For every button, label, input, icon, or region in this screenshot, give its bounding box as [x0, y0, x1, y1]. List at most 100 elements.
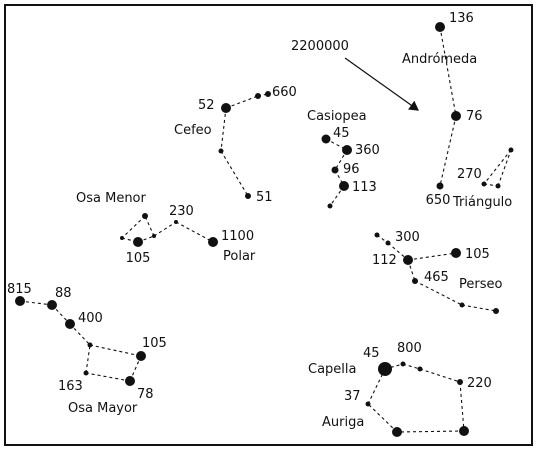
- star-perseo: [459, 302, 465, 308]
- star-andromeda: [451, 111, 461, 121]
- star-perseo: [374, 232, 380, 238]
- constellation-line-osa-mayor: [85, 372, 131, 382]
- star-distance-label: 76: [466, 109, 483, 124]
- constellation-name-perseo: Perseo: [459, 277, 502, 292]
- star-auriga: [392, 427, 402, 437]
- star-markers: [15, 22, 514, 437]
- constellation-line-auriga: [396, 430, 465, 433]
- star-distance-label: 1100: [221, 229, 254, 244]
- star-distance-label: 360: [355, 143, 380, 158]
- star-triangulo: [508, 147, 514, 153]
- star-casiopea: [331, 166, 339, 174]
- constellation-line-osa-menor: [153, 221, 177, 237]
- star-andromeda: [436, 182, 444, 190]
- star-osa-mayor: [15, 296, 25, 306]
- constellation-name-cefeo: Cefeo: [174, 123, 212, 138]
- star-casiopea: [342, 145, 352, 155]
- star-osa-menor: [142, 213, 148, 219]
- constellation-name-auriga: Auriga: [322, 415, 364, 430]
- constellation-line-osa-mayor: [85, 344, 91, 374]
- constellation-line-osa-mayor: [129, 355, 142, 382]
- constellation-line-triangulo: [483, 149, 512, 185]
- star-osa-menor: [174, 220, 178, 224]
- map-frame: [4, 4, 533, 446]
- star-auriga: [459, 426, 469, 436]
- star-distance-label: 465: [424, 270, 449, 285]
- star-distance-label: 51: [256, 190, 273, 205]
- star-distance-label: 136: [449, 11, 474, 26]
- star-triangulo: [481, 181, 487, 187]
- star-distance-label: 78: [137, 387, 154, 402]
- star-auriga: [365, 401, 371, 407]
- constellation-name-andromeda: Andrómeda: [402, 52, 477, 67]
- star-osa-mayor: [47, 300, 57, 310]
- star-distance-label: 163: [58, 379, 83, 394]
- constellation-line-osa-mayor: [51, 304, 71, 325]
- constellation-line-cefeo: [220, 150, 249, 197]
- star-distance-label: 88: [55, 286, 72, 301]
- star-distance-label: 52: [198, 98, 215, 113]
- distance-arrow: [344, 57, 419, 111]
- star-distance-label: 105: [126, 251, 151, 266]
- constellation-line-auriga: [419, 368, 461, 383]
- star-distance-label: 800: [397, 341, 422, 356]
- star-osa-mayor: [87, 342, 93, 348]
- star-casiopea: [321, 134, 331, 144]
- star-distance-label: 45: [333, 126, 350, 141]
- star-distance-label: 45: [363, 346, 380, 361]
- star-perseo: [385, 240, 391, 246]
- star-auriga: [457, 379, 463, 385]
- star-osa-menor: [120, 236, 124, 240]
- constellation-line-triangulo: [497, 149, 512, 187]
- star-cefeo: [255, 93, 261, 99]
- star-osa-mayor: [65, 319, 75, 329]
- star-distance-label: 650: [426, 193, 451, 208]
- star-distance-label: 105: [142, 336, 167, 351]
- star-distance-label: 230: [169, 204, 194, 219]
- constellation-line-auriga: [367, 403, 398, 433]
- star-distance-label: 815: [7, 282, 32, 297]
- star-distance-label: 105: [465, 247, 490, 262]
- constellation-names: Andrómeda Triángulo Cefeo Casiopea Osa M…: [68, 52, 512, 430]
- star-perseo: [412, 278, 418, 284]
- constellation-line-perseo: [387, 242, 409, 261]
- constellation-name-osa-mayor: Osa Mayor: [68, 401, 138, 416]
- star-perseo: [493, 308, 499, 314]
- star-casiopea: [327, 203, 333, 209]
- polar-label: Polar: [223, 249, 256, 264]
- star-cefeo: [265, 91, 271, 97]
- star-osa-menor: [133, 237, 143, 247]
- constellation-line-casiopea: [329, 185, 345, 207]
- constellation-line-osa-mayor: [19, 300, 53, 306]
- callouts: 2200000 Polar Capella: [223, 39, 356, 377]
- star-distance-label: 300: [395, 230, 420, 245]
- constellation-lines: [19, 26, 512, 433]
- star-triangulo: [495, 183, 501, 189]
- constellation-line-osa-mayor: [69, 323, 91, 346]
- constellation-line-osa-menor: [175, 221, 214, 243]
- star-distance-label: 270: [457, 167, 482, 182]
- star-perseo: [403, 255, 413, 265]
- constellation-line-osa-mayor: [89, 344, 142, 357]
- constellation-line-osa-menor: [121, 215, 146, 239]
- star-auriga: [378, 362, 392, 376]
- constellation-line-perseo: [407, 252, 457, 261]
- star-osa-menor: [152, 234, 156, 238]
- constellation-line-cefeo: [220, 107, 227, 152]
- star-distance-label: 113: [352, 180, 377, 195]
- star-cefeo: [218, 148, 224, 154]
- star-distance-label: 37: [344, 389, 361, 404]
- star-distance-label: 112: [372, 253, 397, 268]
- constellation-line-auriga: [402, 363, 421, 370]
- star-auriga: [400, 361, 406, 367]
- star-distance-label: 660: [272, 85, 297, 100]
- star-andromeda: [435, 22, 445, 32]
- star-auriga: [417, 366, 423, 372]
- star-cefeo: [245, 193, 251, 199]
- distance-callout: 2200000: [291, 39, 349, 54]
- star-casiopea: [339, 181, 349, 191]
- star-cefeo: [221, 103, 231, 113]
- star-distance-label: 400: [78, 311, 103, 326]
